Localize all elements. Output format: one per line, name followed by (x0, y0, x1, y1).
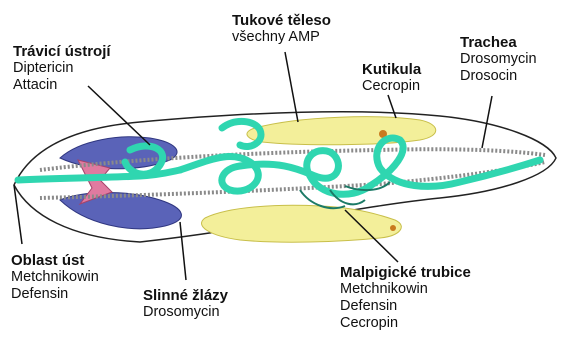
label-trachea-line-1: Drosomycin (460, 51, 537, 68)
label-malpighian: Malpigické trubice Metchnikowin Defensin… (340, 264, 471, 332)
label-malpighian-line-3: Cecropin (340, 315, 471, 332)
label-digestive-line-1: Diptericin (13, 60, 111, 77)
label-cuticle-title: Kutikula (362, 61, 421, 78)
label-trachea: Trachea Drosomycin Drosocin (460, 34, 537, 85)
label-fat-body-line-1: všechny AMP (232, 29, 331, 46)
label-mouth-line-2: Defensin (11, 286, 99, 303)
label-digestive-line-2: Attacin (13, 77, 111, 94)
label-salivary-title: Slinné žlázy (143, 287, 228, 304)
label-salivary-line-1: Drosomycin (143, 304, 228, 321)
label-trachea-line-2: Drosocin (460, 68, 537, 85)
label-trachea-title: Trachea (460, 34, 537, 51)
label-cuticle-line-1: Cecropin (362, 78, 421, 95)
label-mouth-title: Oblast úst (11, 252, 99, 269)
label-fat-body: Tukové těleso všechny AMP (232, 12, 331, 46)
label-mouth: Oblast úst Metchnikowin Defensin (11, 252, 99, 303)
label-salivary: Slinné žlázy Drosomycin (143, 287, 228, 321)
label-digestive-title: Trávicí ústrojí (13, 43, 111, 60)
label-fat-body-title: Tukové těleso (232, 12, 331, 29)
label-cuticle: Kutikula Cecropin (362, 61, 421, 95)
label-mouth-line-1: Metchnikowin (11, 269, 99, 286)
fat-body-spot-lower (390, 225, 396, 231)
label-malpighian-line-2: Defensin (340, 298, 471, 315)
label-malpighian-title: Malpigické trubice (340, 264, 471, 281)
label-malpighian-line-1: Metchnikowin (340, 281, 471, 298)
leader-fat-body (285, 52, 298, 122)
label-digestive: Trávicí ústrojí Diptericin Attacin (13, 43, 111, 94)
